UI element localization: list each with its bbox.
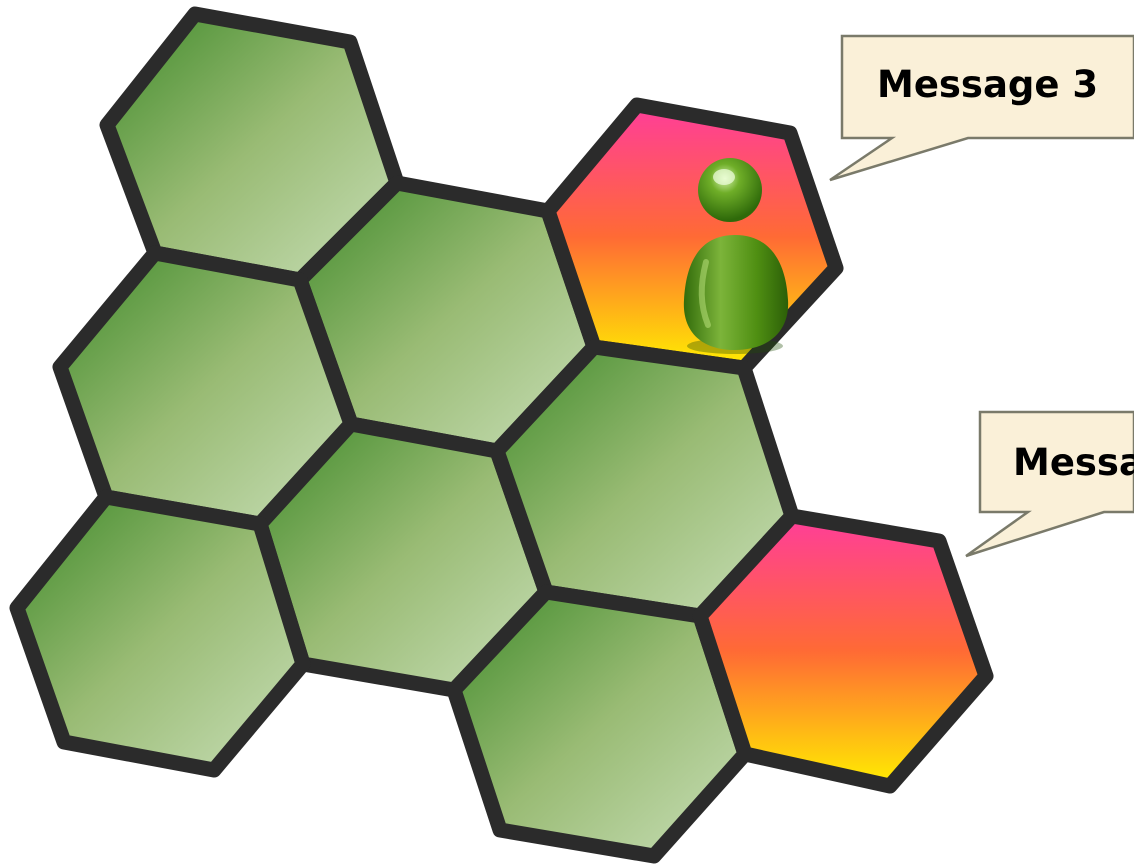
callout-message-partial-text: Messa — [1013, 441, 1134, 484]
hex-tile-highlighted — [692, 508, 994, 794]
callout-message-3-text: Message 3 — [877, 63, 1098, 106]
callout-message-partial: Messa — [965, 410, 1134, 558]
person-figure-icon — [683, 158, 789, 354]
hex-tile — [9, 489, 311, 778]
callout-message-3: Message 3 — [829, 34, 1134, 182]
hex-grid — [9, 6, 994, 864]
